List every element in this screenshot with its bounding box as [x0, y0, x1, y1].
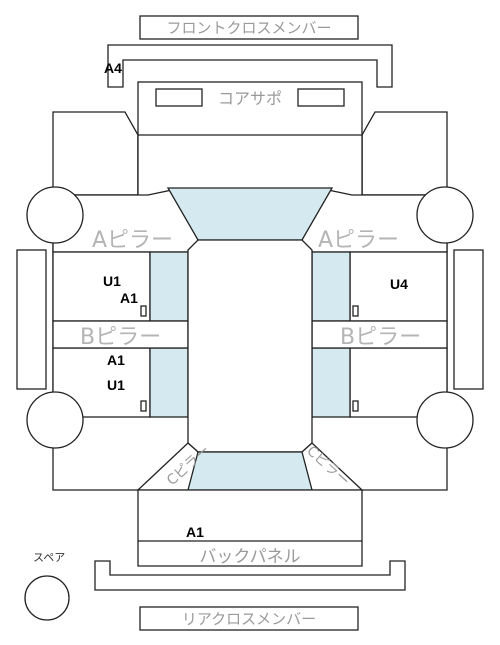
core-support-left-box	[155, 88, 203, 107]
core-support-label: コアサポ	[218, 89, 282, 108]
spare-tire	[24, 575, 70, 621]
mark-left-front-lower: A1	[120, 290, 138, 306]
right-a-pillar-label: Aピラー	[318, 228, 399, 253]
rear-right-wheel	[416, 391, 474, 449]
right-front-window	[311, 251, 351, 322]
mark-left-rear-lower: U1	[107, 377, 125, 393]
mark-right-front: U4	[390, 276, 408, 292]
right-rear-window	[311, 347, 351, 418]
left-b-pillar-bar	[52, 320, 189, 349]
front-cross-member-box	[139, 15, 359, 40]
left-front-fender	[52, 111, 139, 196]
core-support-right-box	[297, 88, 345, 107]
rear-cross-member-box	[139, 606, 359, 631]
right-b-pillar-label: Bピラー	[340, 325, 421, 350]
left-b-pillar-label: Bピラー	[80, 325, 161, 350]
right-side-sill	[453, 249, 484, 390]
left-front-window	[149, 251, 189, 322]
front-cross-member-label: フロントクロスメンバー	[166, 19, 331, 37]
left-front-door	[52, 251, 151, 322]
right-front-door	[349, 251, 448, 322]
back-panel-label: バックパネル	[199, 547, 300, 567]
right-front-fender	[361, 111, 448, 196]
mark-front-left: A4	[104, 60, 122, 76]
mark-left-front-upper: U1	[103, 273, 121, 289]
right-front-door-handle	[352, 305, 359, 317]
left-rear-door-handle	[140, 400, 147, 412]
rear-bracket-frame	[94, 560, 406, 591]
left-side-sill	[16, 249, 47, 390]
mark-back: A1	[186, 524, 204, 540]
roof-panel	[187, 239, 313, 453]
front-right-wheel	[416, 186, 474, 244]
rear-cross-member-label: リアクロスメンバー	[182, 610, 316, 628]
front-bracket-frame	[107, 44, 393, 88]
front-left-wheel	[26, 186, 84, 244]
rear-left-wheel	[26, 391, 84, 449]
left-rear-window	[149, 347, 189, 418]
left-front-door-handle	[140, 305, 147, 317]
left-a-pillar-label: Aピラー	[92, 228, 173, 253]
mark-left-rear-upper: A1	[107, 352, 125, 368]
right-rear-door-handle	[352, 400, 359, 412]
right-b-pillar-bar	[311, 320, 448, 349]
spare-label: スペア	[33, 551, 65, 564]
